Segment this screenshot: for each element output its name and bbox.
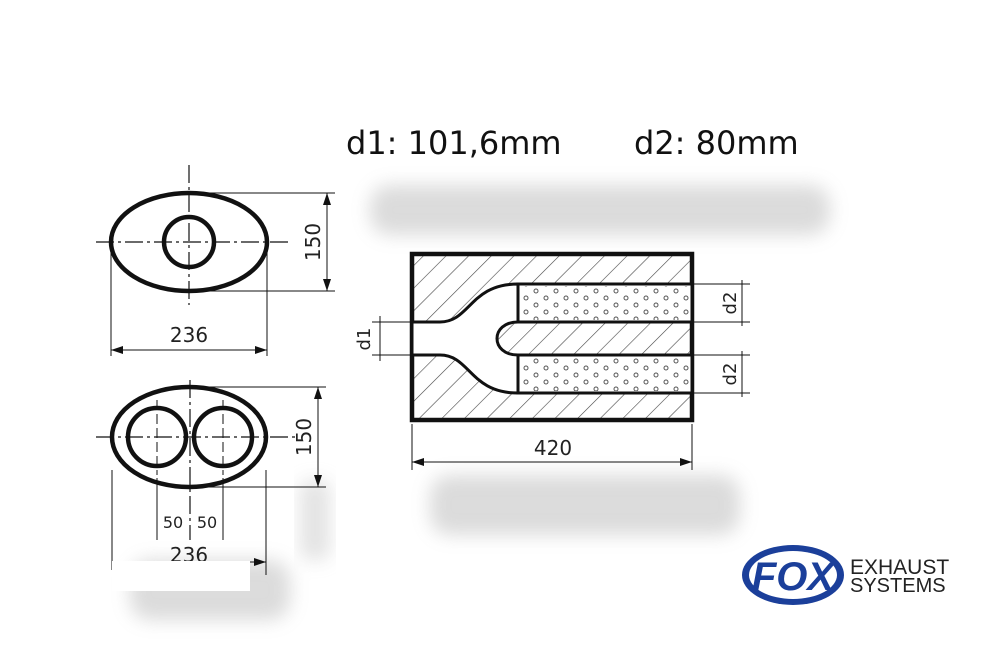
crop-mask	[112, 561, 250, 591]
single-height-dim-label: 150	[301, 223, 325, 261]
dual-outlet-view	[96, 380, 326, 575]
logo-systems-text: SYSTEMS	[850, 575, 946, 597]
dual-height-dim-label: 150	[292, 418, 316, 456]
length-dim-label: 420	[534, 436, 572, 460]
single-width-dim-label: 236	[170, 323, 208, 347]
dual-offset-right-label: 50	[197, 513, 217, 532]
single-outlet-view	[96, 165, 335, 356]
fox-exhaust-logo: FOX EXHAUST SYSTEMS	[742, 545, 949, 605]
outlet-top-d2-label: d2	[720, 292, 741, 315]
dual-offset-left-label: 50	[163, 513, 183, 532]
inlet-y-splitter	[410, 282, 520, 395]
d2-spec-label: d2: 80mm	[634, 124, 799, 162]
logo-fox-text: FOX	[752, 555, 837, 599]
inlet-d1-label: d1	[354, 328, 375, 351]
logo-exhaust-text: EXHAUST	[850, 556, 949, 579]
side-section-view	[372, 251, 750, 470]
d1-spec-label: d1: 101,6mm	[346, 124, 562, 162]
outlet-bottom-d2-label: d2	[720, 363, 741, 386]
